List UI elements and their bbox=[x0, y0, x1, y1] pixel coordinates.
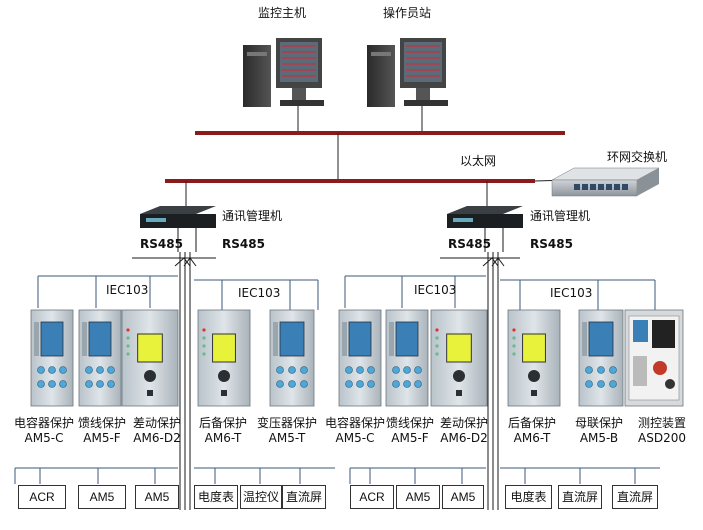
left-rs485-a-label: RS485 bbox=[140, 237, 183, 251]
left-relay-am6d2-icon bbox=[121, 309, 179, 407]
right-box-acr: ACR bbox=[350, 485, 394, 509]
left-rs485-b-label: RS485 bbox=[222, 237, 265, 251]
right-relay-am6d2-icon bbox=[430, 309, 488, 407]
right-box-am5-b: AM5 bbox=[442, 485, 484, 509]
left-device-2-label: 差动保护 AM6-D2 bbox=[133, 416, 181, 446]
left-box-am5-b: AM5 bbox=[135, 485, 179, 509]
device-name: 差动保护 bbox=[440, 416, 489, 430]
device-model: AM5-C bbox=[24, 431, 64, 445]
right-box-dc-panel-b: 直流屏 bbox=[612, 485, 658, 509]
right-device-5-label: 测控装置 ASD200 bbox=[638, 416, 686, 446]
device-model: AM5-F bbox=[83, 431, 121, 445]
right-device-4-label: 母联保护 AM5-B bbox=[575, 416, 623, 446]
right-iec-b-label: IEC103 bbox=[550, 286, 593, 300]
device-model: AM6-D2 bbox=[133, 431, 181, 445]
device-name: 后备保护 bbox=[508, 416, 557, 430]
device-name: 母联保护 bbox=[575, 416, 624, 430]
right-relay-am6t-icon bbox=[507, 309, 561, 407]
operator-station-computer-icon bbox=[367, 38, 448, 107]
device-name: 测控装置 bbox=[638, 416, 687, 430]
device-model: AM6-D2 bbox=[440, 431, 488, 445]
left-iec-b-label: IEC103 bbox=[238, 286, 281, 300]
left-device-4-label: 变压器保护 AM5-T bbox=[257, 416, 317, 446]
right-box-am5-a: AM5 bbox=[396, 485, 440, 509]
device-name: 电容器保护 bbox=[14, 416, 75, 430]
left-box-dc-panel: 直流屏 bbox=[282, 485, 326, 509]
left-device-1-label: 馈线保护 AM5-F bbox=[78, 416, 126, 446]
right-comm-manager-icon bbox=[447, 206, 523, 228]
right-asd200-icon bbox=[624, 309, 684, 407]
left-box-energy-meter: 电度表 bbox=[194, 485, 238, 509]
device-name: 馈线保护 bbox=[78, 416, 127, 430]
left-relay-am5t-icon bbox=[269, 309, 315, 407]
right-box-dc-panel-a: 直流屏 bbox=[558, 485, 602, 509]
right-rs485-b-label: RS485 bbox=[530, 237, 573, 251]
left-relay-am6t-icon bbox=[197, 309, 251, 407]
right-device-1-label: 馈线保护 AM5-F bbox=[386, 416, 434, 446]
device-model: AM5-B bbox=[579, 431, 619, 445]
left-relay-am5c-icon bbox=[30, 309, 74, 407]
left-comm-manager-label: 通讯管理机 bbox=[222, 209, 283, 223]
right-device-3-label: 后备保护 AM6-T bbox=[508, 416, 556, 446]
right-relay-am5c-icon bbox=[338, 309, 382, 407]
right-device-2-label: 差动保护 AM6-D2 bbox=[440, 416, 488, 446]
device-name: 差动保护 bbox=[133, 416, 182, 430]
right-iec-a-label: IEC103 bbox=[414, 283, 457, 297]
monitor-host-computer-icon bbox=[243, 38, 324, 107]
ethernet-label: 以太网 bbox=[460, 154, 497, 168]
left-device-3-label: 后备保护 AM6-T bbox=[199, 416, 247, 446]
device-model: AM6-T bbox=[204, 431, 242, 445]
device-name: 变压器保护 bbox=[257, 416, 318, 430]
left-box-temp-controller: 温控仪 bbox=[240, 485, 282, 509]
device-model: AM5-T bbox=[268, 431, 306, 445]
right-relay-am5b-icon bbox=[578, 309, 624, 407]
device-model: AM5-C bbox=[335, 431, 375, 445]
right-rs485-a-label: RS485 bbox=[448, 237, 491, 251]
device-name: 电容器保护 bbox=[325, 416, 386, 430]
device-name: 后备保护 bbox=[199, 416, 248, 430]
right-box-energy-meter: 电度表 bbox=[505, 485, 552, 509]
ring-switch-label: 环网交换机 bbox=[607, 150, 668, 164]
ring-switch-icon bbox=[551, 167, 660, 197]
right-relay-am5f-icon bbox=[385, 309, 429, 407]
left-comm-manager-icon bbox=[140, 206, 216, 228]
left-box-am5-a: AM5 bbox=[78, 485, 126, 509]
right-comm-manager-label: 通讯管理机 bbox=[530, 209, 591, 223]
left-box-acr: ACR bbox=[18, 485, 66, 509]
device-name: 馈线保护 bbox=[386, 416, 435, 430]
device-model: AM6-T bbox=[513, 431, 551, 445]
right-device-0-label: 电容器保护 AM5-C bbox=[325, 416, 385, 446]
left-relay-am5f-icon bbox=[78, 309, 122, 407]
operator-station-label: 操作员站 bbox=[383, 6, 432, 20]
device-model: ASD200 bbox=[638, 431, 686, 445]
device-model: AM5-F bbox=[391, 431, 429, 445]
monitor-host-label: 监控主机 bbox=[258, 6, 307, 20]
left-device-0-label: 电容器保护 AM5-C bbox=[14, 416, 74, 446]
left-iec-a-label: IEC103 bbox=[106, 283, 149, 297]
